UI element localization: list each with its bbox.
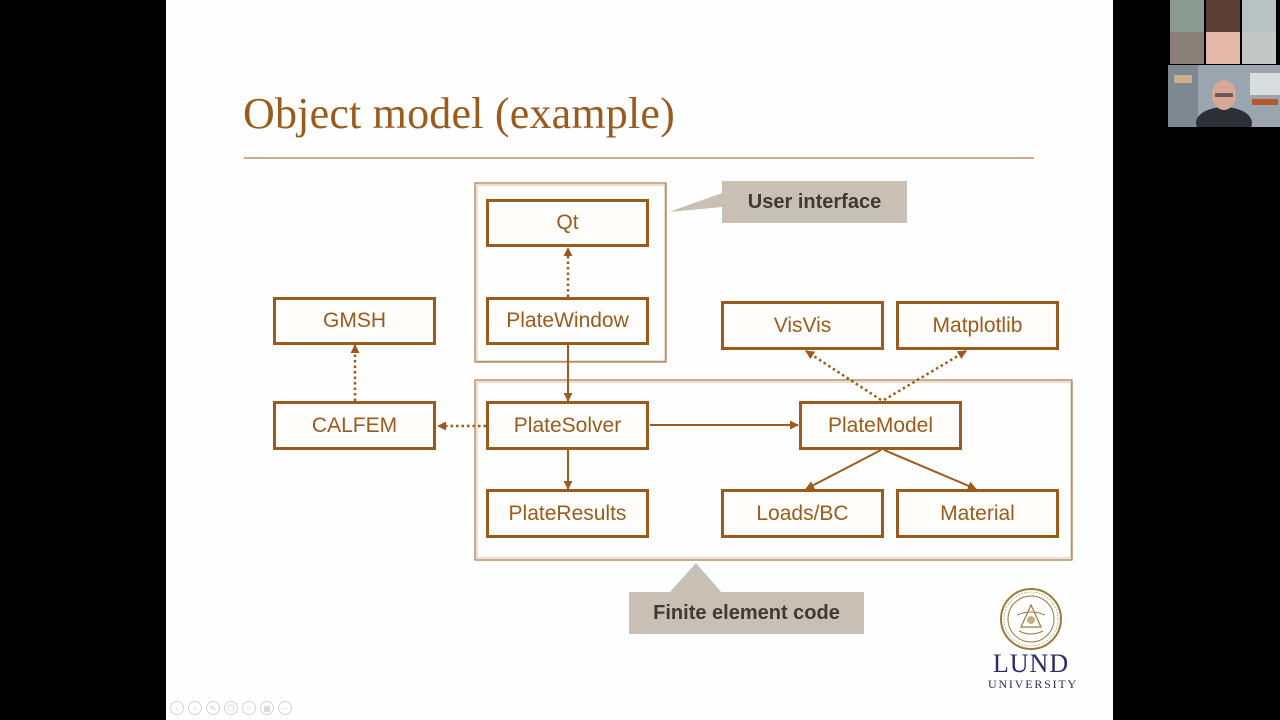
fem-group-frame-sketch	[476, 381, 1072, 559]
box-calfem: CALFEM	[273, 401, 436, 450]
arrow-platemodel-to-visvis	[805, 349, 882, 402]
finite-element-code-callout: Finite element code	[629, 592, 864, 634]
box-platewindow: PlateWindow	[486, 297, 649, 345]
box-platesolver: PlateSolver	[486, 401, 649, 450]
user-interface-group-frame	[474, 182, 667, 363]
speaker-video-feed[interactable]	[1168, 65, 1280, 127]
arrow-platemodel-to-loadsbc	[805, 449, 882, 490]
lund-seal-icon	[1000, 588, 1062, 650]
participant-tile[interactable]	[1170, 32, 1204, 64]
box-loadsbc: Loads/BC	[721, 489, 884, 538]
more-icon[interactable]: ⋯	[278, 701, 292, 715]
box-visvis: VisVis	[721, 301, 884, 350]
slide-title: Object model (example)	[243, 89, 676, 138]
box-platemodel: PlateModel	[799, 401, 962, 450]
arrow-platemodel-to-matplotlib	[883, 349, 967, 402]
copy-icon[interactable]: ❐	[224, 701, 238, 715]
fem-group-frame	[474, 379, 1073, 561]
logo-wordmark: LUND	[992, 649, 1070, 678]
participant-tile[interactable]	[1242, 0, 1276, 32]
presentation-slide: Object model (example) Qt PlateWindow GM…	[166, 0, 1113, 720]
participant-tile[interactable]	[1206, 32, 1240, 64]
slide-navigation-toolbar: ‹ › ✎ ❐ ⌕ ▦ ⋯	[170, 701, 292, 715]
fem-callout-pointer	[669, 563, 722, 593]
next-icon[interactable]: ›	[188, 701, 202, 715]
user-interface-callout: User interface	[722, 181, 907, 223]
participant-tile[interactable]	[1206, 0, 1240, 32]
participant-tile[interactable]	[1242, 32, 1276, 64]
grid-icon[interactable]: ▦	[260, 701, 274, 715]
pen-icon[interactable]: ✎	[206, 701, 220, 715]
diagram-canvas	[244, 157, 1073, 593]
box-material: Material	[896, 489, 1059, 538]
user-interface-group-frame-sketch	[476, 184, 666, 362]
box-matplotlib: Matplotlib	[896, 301, 1059, 350]
box-qt: Qt	[486, 199, 649, 247]
participant-video-tiles	[1170, 0, 1280, 64]
box-gmsh: GMSH	[273, 297, 436, 345]
box-plateresults: PlateResults	[486, 489, 649, 538]
zoom-icon[interactable]: ⌕	[242, 701, 256, 715]
speaker-video-image	[1168, 65, 1280, 127]
user-interface-callout-pointer	[669, 193, 722, 212]
prev-icon[interactable]: ‹	[170, 701, 184, 715]
arrow-platemodel-to-material	[883, 449, 977, 490]
participant-tile[interactable]	[1170, 0, 1204, 32]
logo-subtitle: UNIVERSITY	[988, 677, 1078, 691]
